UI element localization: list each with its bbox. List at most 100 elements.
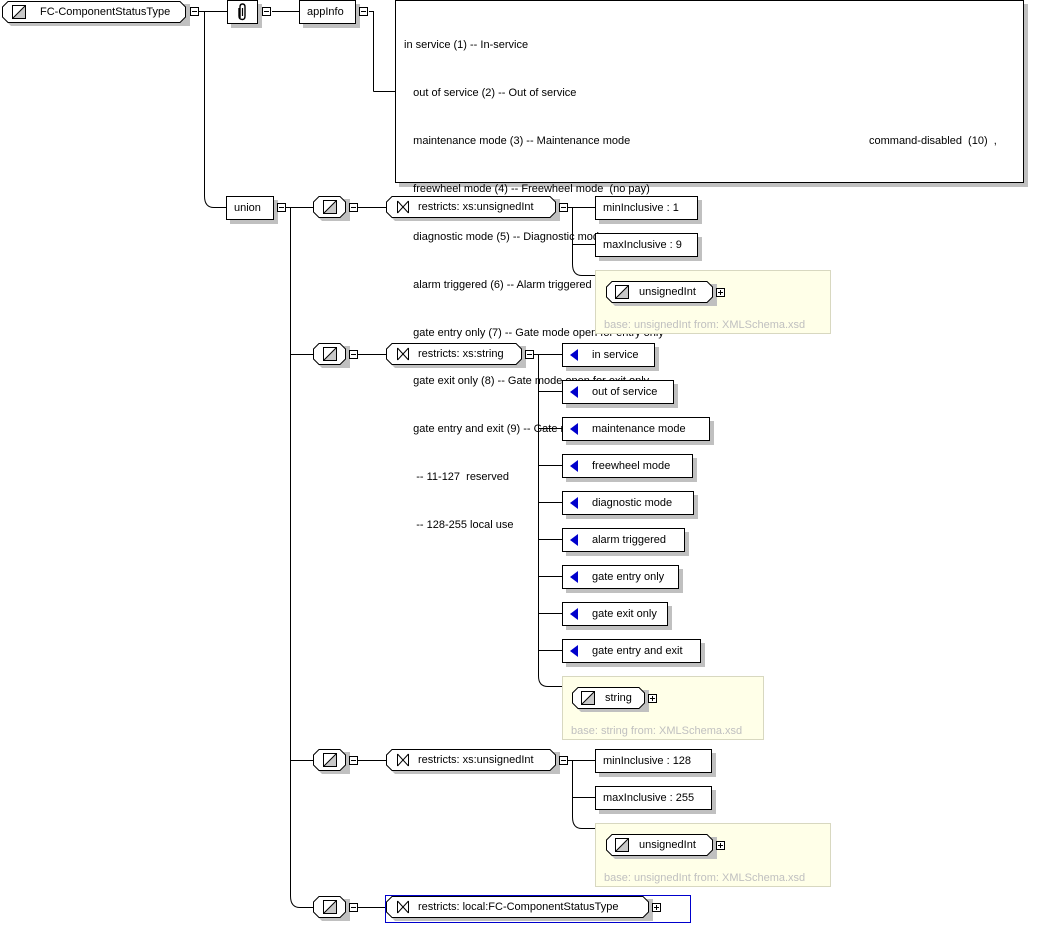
collapse-restriction-toggle[interactable]: [525, 350, 534, 359]
simple-type-icon: [12, 5, 26, 19]
facet-label: minInclusive : 128: [603, 755, 692, 767]
doc-line: diagnostic mode (5) -- Diagnostic mode: [404, 231, 606, 243]
base-type-name: string: [605, 692, 632, 704]
anonymous-simple-type-node[interactable]: [313, 749, 350, 774]
collapse-appinfo-toggle[interactable]: [359, 7, 368, 16]
restriction-icon: [397, 900, 409, 914]
enumeration-value: gate exit only: [592, 608, 657, 620]
union-label: union: [234, 202, 261, 214]
root-type-name: FC-ComponentStatusType: [40, 6, 171, 18]
facet-label: minInclusive : 1: [603, 202, 679, 214]
enumeration-node[interactable]: in service: [562, 343, 655, 367]
enumeration-value: gate entry only: [592, 571, 665, 583]
appinfo-node[interactable]: appInfo: [299, 0, 356, 24]
octagon-shape: [386, 343, 526, 368]
base-type-note: base: unsignedInt from: XMLSchema.xsd: [604, 319, 806, 331]
restriction-icon: [397, 200, 409, 214]
doc-line: in service (1) -- In-service: [404, 39, 529, 51]
enumeration-value: alarm triggered: [592, 534, 666, 546]
octagon-shape: [606, 281, 717, 306]
simple-type-icon: [581, 691, 595, 705]
enumeration-arrow-icon: [570, 423, 578, 436]
base-type-node[interactable]: unsignedInt: [606, 834, 717, 859]
restriction-label: restricts: xs:unsignedInt: [418, 754, 534, 766]
restriction-label: restricts: local:FC-ComponentStatusType: [418, 901, 619, 913]
octagon-shape: [386, 749, 560, 774]
base-type-node[interactable]: string: [572, 687, 649, 712]
expand-base-type-toggle[interactable]: [716, 841, 725, 850]
enumeration-value: gate entry and exit: [592, 645, 683, 657]
anonymous-simple-type-node[interactable]: [313, 196, 350, 221]
base-type-name: unsignedInt: [639, 286, 696, 298]
restriction-node[interactable]: restricts: xs:string: [386, 343, 526, 368]
root-simple-type-node[interactable]: FC-ComponentStatusType: [2, 1, 190, 26]
octagon-shape: [606, 834, 717, 859]
enumeration-arrow-icon: [570, 608, 578, 621]
annotation-node[interactable]: [227, 0, 258, 24]
enumeration-node[interactable]: gate entry only: [562, 565, 679, 589]
collapse-simple-type-toggle[interactable]: [349, 203, 358, 212]
anonymous-simple-type-node[interactable]: [313, 896, 350, 921]
enumeration-node[interactable]: out of service: [562, 380, 674, 404]
enumeration-node[interactable]: freewheel mode: [562, 454, 693, 478]
simple-type-icon: [322, 347, 337, 361]
enumeration-node[interactable]: maintenance mode: [562, 417, 710, 441]
enumeration-node[interactable]: alarm triggered: [562, 528, 685, 552]
restriction-icon: [397, 753, 409, 767]
simple-type-icon: [322, 200, 337, 214]
enumeration-arrow-icon: [570, 349, 578, 362]
collapse-restriction-toggle[interactable]: [559, 203, 568, 212]
facet-node[interactable]: maxInclusive : 255: [595, 786, 712, 810]
collapse-simple-type-toggle[interactable]: [349, 756, 358, 765]
enumeration-value: maintenance mode: [592, 423, 686, 435]
anonymous-simple-type-node[interactable]: [313, 343, 350, 368]
enumeration-arrow-icon: [570, 497, 578, 510]
restriction-label: restricts: xs:string: [418, 348, 504, 360]
facet-node[interactable]: maxInclusive : 9: [595, 233, 698, 257]
collapse-annotation-toggle[interactable]: [262, 7, 271, 16]
enumeration-node[interactable]: gate exit only: [562, 602, 668, 626]
doc-line: -- 11-127 reserved: [404, 471, 509, 483]
selection-outline: [385, 895, 691, 923]
doc-line: out of service (2) -- Out of service: [404, 87, 577, 99]
facet-label: maxInclusive : 255: [603, 792, 695, 804]
enumeration-node[interactable]: diagnostic mode: [562, 491, 694, 515]
octagon-shape: [386, 896, 653, 921]
expand-restriction-toggle[interactable]: [652, 903, 661, 912]
enumeration-arrow-icon: [570, 386, 578, 399]
doc-extra-text: command-disabled (10) ,: [869, 135, 997, 147]
restriction-node[interactable]: restricts: xs:unsignedInt: [386, 196, 560, 221]
enumeration-arrow-icon: [570, 645, 578, 658]
restriction-node[interactable]: restricts: local:FC-ComponentStatusType: [386, 896, 653, 921]
octagon-shape: [2, 1, 190, 26]
enumeration-value: freewheel mode: [592, 460, 671, 472]
restriction-label: restricts: xs:unsignedInt: [418, 201, 534, 213]
collapse-restriction-toggle[interactable]: [559, 756, 568, 765]
paperclip-icon: [238, 3, 246, 21]
base-type-note: base: string from: XMLSchema.xsd: [571, 725, 743, 737]
enumeration-value: out of service: [592, 386, 658, 398]
enumeration-value: in service: [592, 349, 639, 361]
documentation-box: in service (1) -- In-service out of serv…: [395, 0, 1024, 531]
simple-type-icon: [615, 285, 629, 299]
appinfo-label: appInfo: [307, 6, 344, 18]
facet-label: maxInclusive : 9: [603, 239, 682, 251]
doc-line: -- 128-255 local use: [404, 519, 514, 531]
restriction-node[interactable]: restricts: xs:unsignedInt: [386, 749, 560, 774]
base-type-note: base: unsignedInt from: XMLSchema.xsd: [604, 872, 806, 884]
facet-node[interactable]: minInclusive : 128: [595, 749, 712, 773]
enumeration-node[interactable]: gate entry and exit: [562, 639, 701, 663]
union-node[interactable]: union: [226, 196, 274, 220]
collapse-union-toggle[interactable]: [277, 203, 286, 212]
enumeration-arrow-icon: [570, 534, 578, 547]
base-type-node[interactable]: unsignedInt: [606, 281, 717, 306]
facet-node[interactable]: minInclusive : 1: [595, 196, 698, 220]
collapse-simple-type-toggle[interactable]: [349, 903, 358, 912]
doc-line: maintenance mode (3) -- Maintenance mode: [404, 135, 631, 147]
collapse-root-toggle[interactable]: [190, 7, 199, 16]
collapse-simple-type-toggle[interactable]: [349, 350, 358, 359]
enumeration-arrow-icon: [570, 460, 578, 473]
expand-base-type-toggle[interactable]: [716, 288, 725, 297]
expand-base-type-toggle[interactable]: [648, 694, 657, 703]
simple-type-icon: [615, 838, 629, 852]
